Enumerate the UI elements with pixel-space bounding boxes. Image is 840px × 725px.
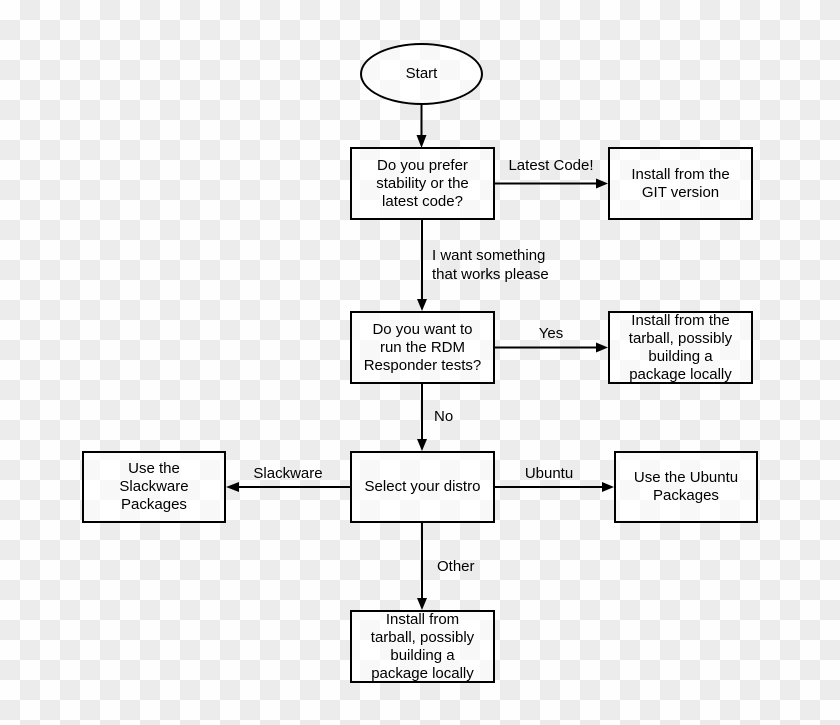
flow-node-install-git: Install from the GIT version [608,147,753,220]
edge-label-other: Other [437,558,475,575]
edge-label-yes: Yes [538,325,564,342]
arrowhead-distro-to-ubuntu [602,482,614,492]
arrowhead-distro-to-slackware [226,482,239,492]
flow-node-start: Start [360,43,483,105]
arrowhead-rdm-to-distro [417,439,427,451]
arrowhead-stability-to-git [596,178,608,189]
flow-node-select-distro: Select your distro [350,451,495,523]
flow-node-install-tarball-right: Install from the tarball, possibly build… [608,311,753,384]
edge-label-latest-code: Latest Code! [508,157,594,174]
arrowhead-rdm-to-tarball-right [596,342,608,353]
flow-node-stability-question: Do you prefer stability or the latest co… [350,147,495,220]
flow-node-rdm-question: Do you want to run the RDM Responder tes… [350,311,495,384]
edge-label-ubuntu: Ubuntu [524,465,574,482]
flow-node-install-tarball-bottom: Install from tarball, possibly building … [350,610,495,683]
arrowhead-distro-to-tarball [417,598,427,610]
flow-node-slackware-packages: Use the Slackware Packages [82,451,226,523]
edge-label-slackware: Slackware [253,465,323,482]
flow-node-ubuntu-packages: Use the Ubuntu Packages [614,451,758,523]
arrowhead-stability-to-rdm [417,299,427,311]
edge-label-no: No [434,408,454,425]
arrowhead-start-to-stability [416,135,427,148]
edge-label-works-please: I want something that works please [432,247,549,283]
